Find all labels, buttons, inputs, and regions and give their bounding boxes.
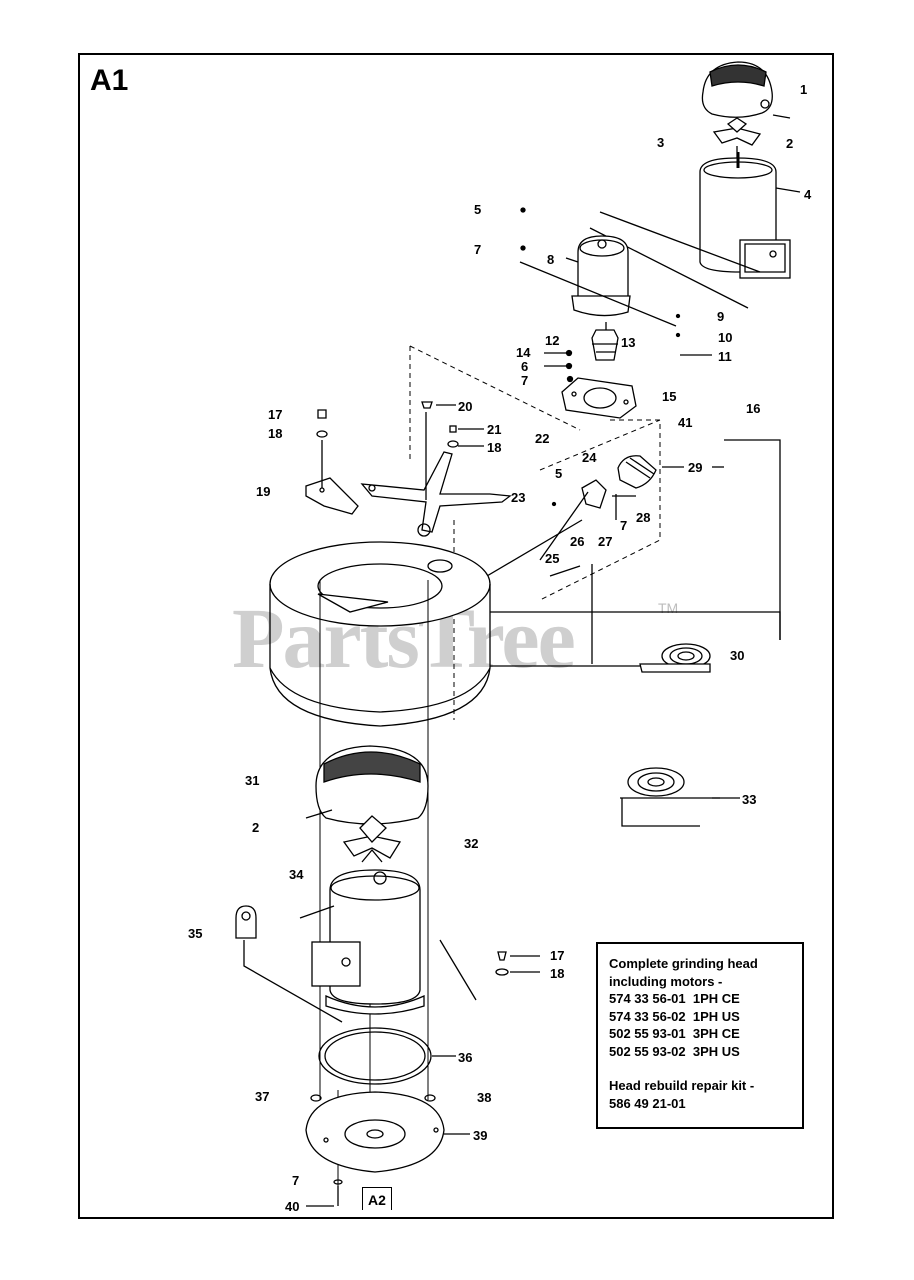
- sub-reference-tab: A2: [362, 1187, 392, 1210]
- callout-25: 25: [545, 551, 560, 566]
- callout-13: 13: [621, 335, 636, 350]
- plate-15: [561, 377, 637, 419]
- bolt-40: [306, 1179, 343, 1207]
- diagram-frame: [78, 53, 834, 1219]
- callout-26: 26: [570, 534, 585, 549]
- base-plate-39: [305, 1091, 470, 1173]
- variant-row: 574 33 56-01 1PH CE: [609, 990, 792, 1008]
- callout-21: 21: [487, 422, 502, 437]
- callout-11: 11: [718, 349, 732, 364]
- variant-desc: 3PH CE: [692, 1026, 740, 1041]
- variant-part: 574 33 56-01: [609, 991, 686, 1006]
- callout-17-b: 17: [550, 948, 565, 963]
- callout-33: 33: [742, 792, 757, 807]
- callout-31: 31: [245, 773, 260, 788]
- callout-10: 10: [718, 330, 733, 345]
- bracket-19: [305, 477, 359, 515]
- variant-row: 502 55 93-01 3PH CE: [609, 1025, 792, 1043]
- gasket-36: [318, 1027, 456, 1085]
- parts-24-29: [469, 455, 724, 587]
- callout-30: 30: [730, 648, 745, 663]
- variant-part: 574 33 56-02: [609, 1008, 686, 1024]
- callout-17: 17: [268, 407, 283, 422]
- callout-24: 24: [582, 450, 597, 465]
- lower-fan: [342, 815, 402, 863]
- cable-33: [620, 767, 740, 827]
- callout-41: 41: [678, 415, 693, 430]
- variant-row: 502 55 93-02 3PH US: [609, 1043, 792, 1061]
- gear-13: [591, 322, 619, 361]
- callout-23: 23: [511, 490, 526, 505]
- group-16-bracket: [724, 439, 781, 640]
- callout-15: 15: [662, 389, 677, 404]
- top-motor-body: [589, 152, 801, 309]
- kit-part: 586 49 21-01: [609, 1095, 686, 1111]
- callout-8: 8: [547, 252, 555, 267]
- dashed-leader-lines: [409, 345, 661, 720]
- callout-16: 16: [746, 401, 761, 416]
- callout-37: 37: [255, 1089, 270, 1104]
- callout-7-b: 7: [521, 373, 529, 388]
- variant-part: 502 55 93-01: [609, 1026, 686, 1041]
- callout-9: 9: [717, 309, 725, 324]
- small-motor-8: [519, 235, 677, 327]
- fasteners-17-21: [316, 401, 484, 488]
- fasteners-17-18-lower: [495, 951, 540, 976]
- cable-30: [490, 643, 711, 673]
- callout-35: 35: [188, 926, 203, 941]
- variant-row: 574 33 56-02 1PH US: [609, 1008, 792, 1026]
- top-fan: [712, 117, 762, 162]
- part-35: [235, 905, 343, 1023]
- info-heading-2: including motors -: [609, 973, 723, 989]
- kit-label: Head rebuild repair kit -: [609, 1078, 755, 1093]
- lower-motor-body: [299, 869, 477, 1015]
- callout-5-b: 5: [555, 466, 563, 481]
- top-motor-cover: [701, 61, 791, 119]
- variant-part: 502 55 93-02: [609, 1043, 686, 1059]
- callout-18-b: 18: [487, 440, 502, 455]
- callout-2: 2: [786, 136, 794, 151]
- lower-motor-cover: [305, 745, 429, 825]
- callout-7-d: 7: [292, 1173, 300, 1188]
- callout-7: 7: [474, 242, 482, 257]
- callout-20: 20: [458, 399, 473, 414]
- fasteners: [520, 207, 681, 507]
- info-box: Complete grinding head including motors …: [596, 942, 804, 1129]
- callout-4: 4: [804, 187, 812, 202]
- callout-14: 14: [516, 345, 531, 360]
- callout-19: 19: [256, 484, 271, 499]
- callout-3: 3: [657, 135, 665, 150]
- callout-38: 38: [477, 1090, 492, 1105]
- callout-28: 28: [636, 510, 651, 525]
- variant-desc: 1PH CE: [692, 991, 740, 1006]
- callout-5: 5: [474, 202, 482, 217]
- callout-34: 34: [289, 867, 304, 882]
- main-housing: [269, 541, 781, 727]
- bracket-23: [360, 412, 512, 537]
- callout-22: 22: [535, 431, 550, 446]
- variant-desc: 1PH US: [692, 1008, 740, 1024]
- callout-12: 12: [545, 333, 560, 348]
- callout-2-b: 2: [252, 820, 260, 835]
- callout-39: 39: [473, 1128, 488, 1143]
- info-heading-1: Complete grinding head: [609, 956, 758, 971]
- callout-40: 40: [285, 1199, 300, 1214]
- callout-1: 1: [800, 82, 808, 97]
- callout-7-c: 7: [620, 518, 628, 533]
- callout-18-c: 18: [550, 966, 565, 981]
- callout-29: 29: [688, 460, 703, 475]
- callout-32: 32: [464, 836, 479, 851]
- callout-36: 36: [458, 1050, 473, 1065]
- callout-18: 18: [268, 426, 283, 441]
- variant-desc: 3PH US: [692, 1043, 740, 1059]
- section-label: A1: [90, 64, 129, 97]
- callout-6: 6: [521, 359, 529, 374]
- callout-27: 27: [598, 534, 613, 549]
